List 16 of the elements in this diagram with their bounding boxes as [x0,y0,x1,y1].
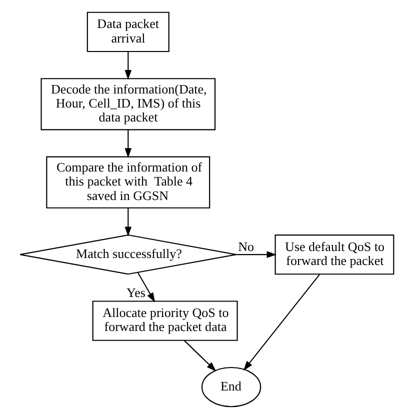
arrow [243,274,320,371]
edge-label: Yes [126,285,146,300]
arrow [184,340,216,372]
arrow [137,272,156,302]
arrow [124,130,132,158]
arrow [124,52,132,80]
node-box: Decode the information(Date, Hour, Cell_ID, IMS) of this data packet [40,78,216,130]
node-box: Use default QoS to forward the packet [274,234,394,275]
arrow [124,208,132,236]
edge-label: No [238,238,254,254]
node-box: Data packet arrival [86,12,170,52]
arrow [236,251,277,258]
node-ellipse: End [201,366,262,408]
node-box: Allocate priority QoS to forward the packet data [92,300,238,341]
node-box: Compare the information of this packet with Table 4 saved in GGSN [46,156,210,208]
node-diamond: Match successfully? [20,234,237,275]
